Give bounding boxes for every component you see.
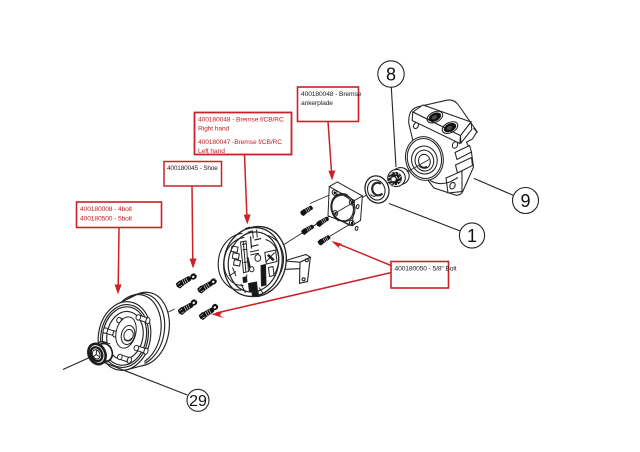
svg-text:400180048 - Bremse f/CB/RC: 400180048 - Bremse f/CB/RC [198,117,284,124]
svg-text:1: 1 [467,226,477,246]
svg-text:400180500 - 5bolt: 400180500 - 5bolt [80,216,132,223]
svg-text:Right hand: Right hand [198,126,230,133]
svg-text:400180050 - 5/8" Bolt: 400180050 - 5/8" Bolt [395,266,457,273]
svg-text:8: 8 [386,65,396,85]
svg-text:Left hand: Left hand [198,148,225,155]
svg-text:400180045 - Shoe: 400180045 - Shoe [167,165,218,172]
svg-text:9: 9 [520,191,530,211]
svg-text:29: 29 [189,393,207,410]
svg-text:400180047 -Bremse f/CB/RC: 400180047 -Bremse f/CB/RC [198,139,282,146]
svg-text:ankerplade: ankerplade [301,100,333,107]
svg-text:400180008 - 4bolt: 400180008 - 4bolt [80,206,132,213]
svg-text:400180048 - Bremse: 400180048 - Bremse [301,91,362,98]
